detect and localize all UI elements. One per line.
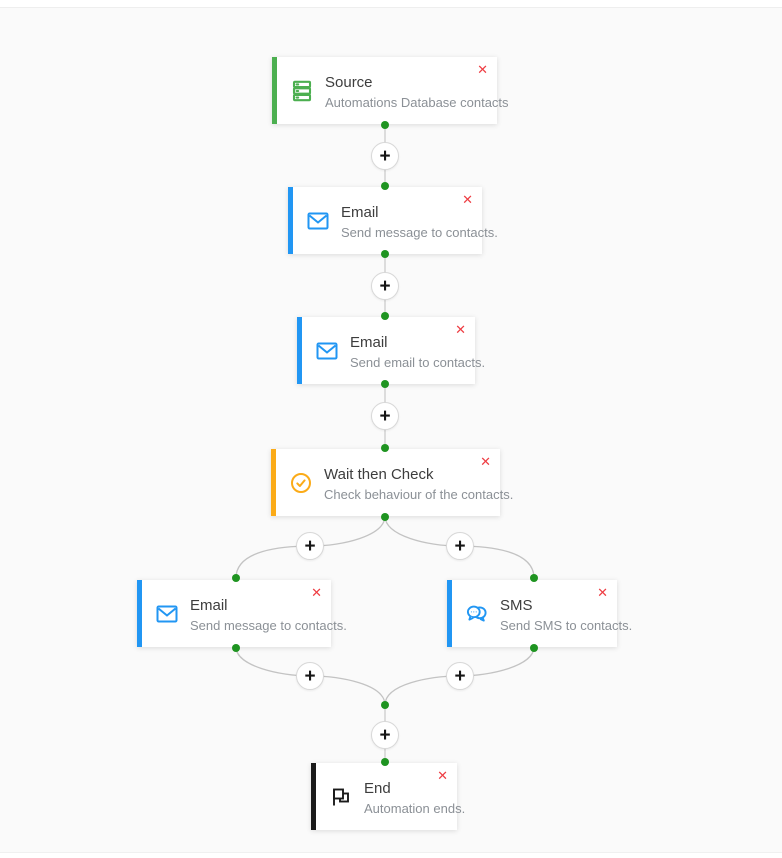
node-subtitle: Send message to contacts. <box>341 224 498 240</box>
delete-node-button[interactable]: ✕ <box>437 768 448 783</box>
node-email-3[interactable]: Email Send message to contacts. ✕ <box>137 580 347 647</box>
node-subtitle: Automation ends. <box>364 800 466 816</box>
add-step-button[interactable]: + <box>371 402 399 430</box>
node-subtitle: Send SMS to contacts. <box>500 617 633 633</box>
flag-icon <box>329 785 353 809</box>
add-step-button[interactable]: + <box>296 662 324 690</box>
bottom-edge-bar <box>0 852 782 858</box>
add-step-button[interactable]: + <box>446 532 474 560</box>
node-email-2[interactable]: Email Send email to contacts. ✕ <box>297 317 485 384</box>
delete-node-button[interactable]: ✕ <box>477 62 488 77</box>
delete-node-button[interactable]: ✕ <box>455 322 466 337</box>
check-circle-icon <box>289 471 313 495</box>
delete-node-button[interactable]: ✕ <box>597 585 608 600</box>
node-title: Email <box>341 203 379 221</box>
envelope-icon <box>306 210 330 232</box>
delete-node-button[interactable]: ✕ <box>480 454 491 469</box>
envelope-icon <box>315 340 339 362</box>
add-step-button[interactable]: + <box>371 721 399 749</box>
chat-bubble-icon <box>465 602 489 625</box>
add-step-button[interactable]: + <box>371 142 399 170</box>
top-edge-bar <box>0 0 782 8</box>
node-title: Email <box>350 333 388 351</box>
delete-node-button[interactable]: ✕ <box>311 585 322 600</box>
add-step-button[interactable]: + <box>371 272 399 300</box>
node-end[interactable]: End Automation ends. ✕ <box>311 763 465 830</box>
node-subtitle: Send email to contacts. <box>350 354 486 370</box>
node-email-1[interactable]: Email Send message to contacts. ✕ <box>288 187 498 254</box>
node-source[interactable]: Source Automations Database contacts ✕ <box>272 57 509 124</box>
add-step-button[interactable]: + <box>446 662 474 690</box>
node-sms[interactable]: SMS Send SMS to contacts. ✕ <box>447 580 632 647</box>
node-subtitle: Send message to contacts. <box>190 617 347 633</box>
node-title: Email <box>190 596 228 614</box>
delete-node-button[interactable]: ✕ <box>462 192 473 207</box>
node-title: Source <box>325 73 373 91</box>
database-icon <box>290 79 314 103</box>
node-wait-then-check[interactable]: Wait then Check Check behaviour of the c… <box>271 449 513 516</box>
envelope-icon <box>155 603 179 625</box>
node-title: End <box>364 779 391 797</box>
connection-point <box>381 701 389 709</box>
node-subtitle: Check behaviour of the contacts. <box>324 486 514 502</box>
add-step-button[interactable]: + <box>296 532 324 560</box>
node-title: Wait then Check <box>324 465 434 483</box>
node-subtitle: Automations Database contacts <box>325 94 509 110</box>
node-title: SMS <box>500 596 533 614</box>
